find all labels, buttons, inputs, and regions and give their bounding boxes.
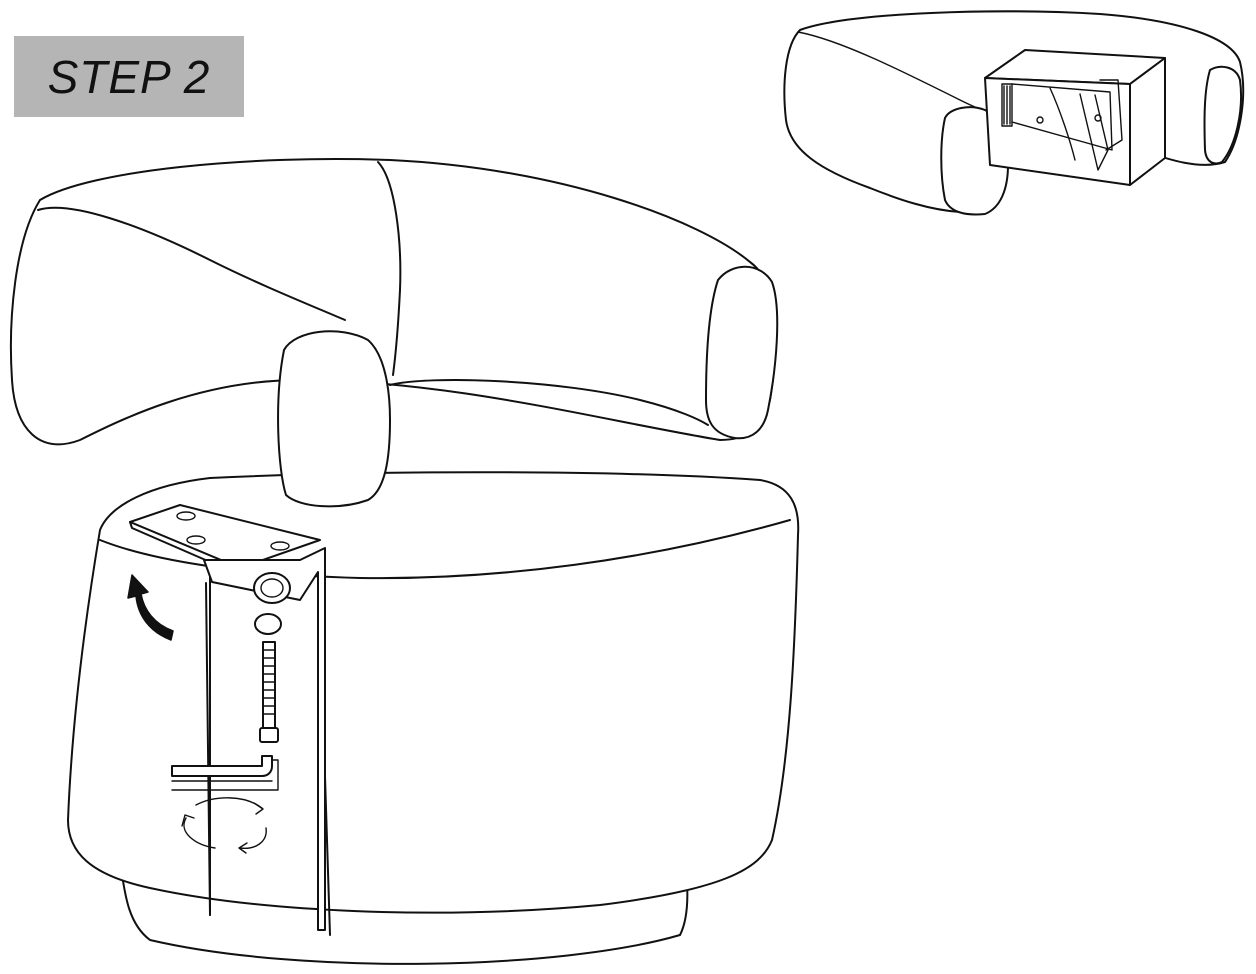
chair-left-arm [277,330,391,508]
chair-right-arm [705,265,779,440]
mounting-plate-icon [129,504,326,931]
lift-arrow-icon [127,574,174,641]
bracket-box-icon [984,49,1166,186]
chair-backrest [9,158,777,446]
allen-key-icon [171,755,279,791]
step-label: STEP 2 [14,36,244,117]
inset-detail-view [783,10,1245,216]
swivel-chair-icon [9,158,800,965]
washer-icon [253,572,291,635]
rotation-arrows-icon [181,797,267,854]
bolt-icon [259,641,279,743]
